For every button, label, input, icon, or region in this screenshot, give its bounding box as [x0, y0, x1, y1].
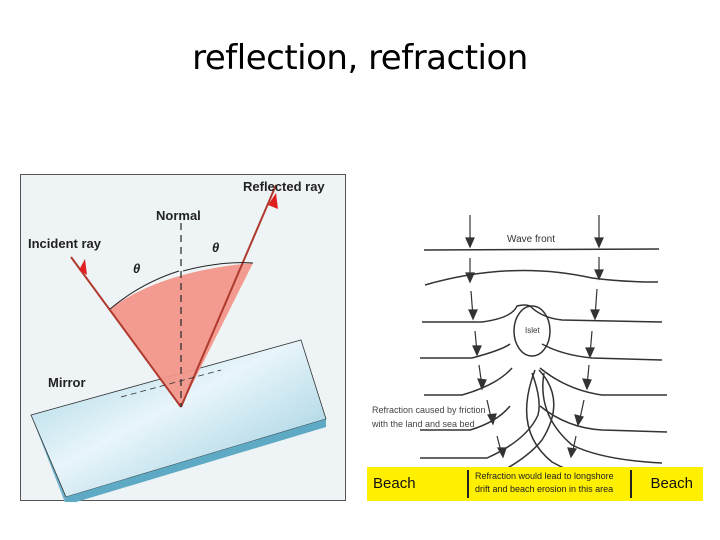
friction-note-line2: with the land and sea bed	[372, 419, 475, 429]
friction-note-line1: Refraction caused by friction	[372, 405, 486, 415]
wave-front-label: Wave front	[507, 234, 555, 245]
wave-refraction-illustration	[420, 215, 668, 486]
wave-direction-arrows	[465, 215, 604, 459]
reflected-ray-label: Reflected ray	[243, 179, 325, 194]
mirror-label: Mirror	[48, 375, 86, 390]
normal-label: Normal	[156, 208, 201, 223]
islet-label: Islet	[525, 326, 540, 335]
refraction-diagram: Wave front Islet Refraction caused by fr…	[362, 200, 710, 505]
reflection-diagram: Reflected ray Normal Incident ray θ θ Mi…	[20, 174, 346, 505]
beach-bar: Beach Refraction would lead to longshore…	[367, 467, 703, 501]
incident-ray-label: Incident ray	[28, 236, 101, 251]
slide-title: reflection, refraction	[192, 38, 528, 78]
mirror-slab	[30, 339, 327, 505]
angle-left-label: θ	[133, 261, 141, 276]
erosion-note: Refraction would lead to longshore drift…	[467, 470, 632, 498]
beach-right-label: Beach	[650, 475, 693, 492]
erosion-note-line2: drift and beach erosion in this area	[475, 484, 614, 494]
reflection-illustration	[30, 184, 327, 505]
erosion-note-line1: Refraction would lead to longshore	[475, 471, 614, 481]
beach-left-label: Beach	[373, 475, 416, 492]
angle-right-label: θ	[212, 240, 220, 255]
